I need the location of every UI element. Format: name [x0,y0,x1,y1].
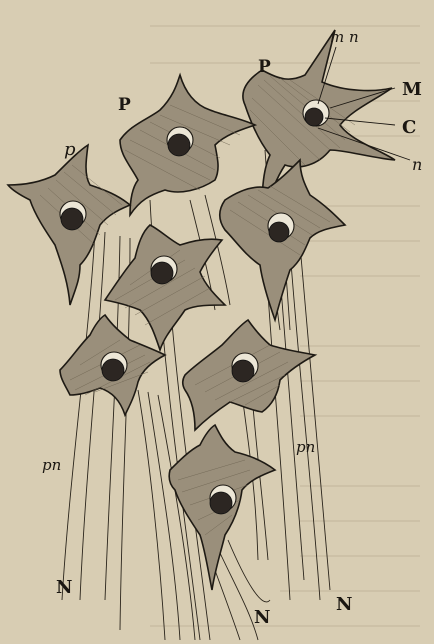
label-n: n [412,155,422,174]
label-pn-right: pn [296,438,315,456]
label-c: C [402,117,416,138]
label-mn: m n [330,28,359,46]
label-m: M [402,79,422,100]
label-pn-left: pn [42,456,61,474]
label-p-top: P [258,57,271,77]
label-n-right: N [336,594,352,615]
label-n-left: N [56,577,72,598]
label-p-left: p [64,139,76,160]
label-n-center: N [254,607,270,628]
label-p-upper: P [118,95,131,115]
